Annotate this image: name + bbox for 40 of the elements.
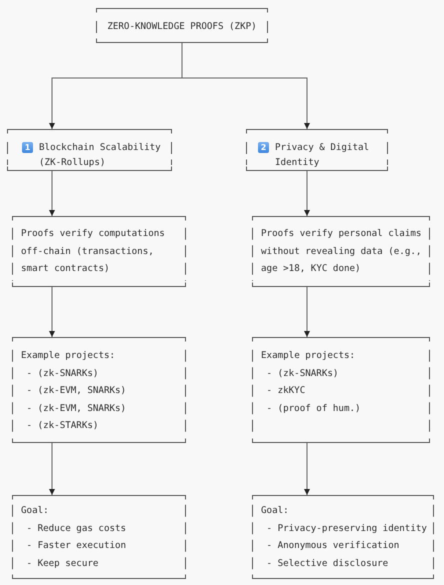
list-item: - Keep secure	[26, 556, 100, 571]
number-badge: 2	[258, 142, 269, 152]
heading-box	[96, 8, 268, 43]
section-title: Blockchain Scalability (ZK-Rollups)	[39, 140, 162, 170]
note-box	[252, 216, 430, 287]
arrow	[49, 286, 55, 338]
list-heading: Example projects:	[261, 349, 356, 364]
arrow	[304, 170, 310, 216]
list-item: - (zk-SNARKs)	[266, 366, 340, 381]
list-item: - Reduce gas costs	[26, 522, 128, 536]
list-item: - (proof of hum.)	[266, 402, 362, 416]
number-badge: 1	[22, 142, 33, 152]
list-heading: Example projects:	[21, 349, 116, 364]
diagram-heading: ZERO-KNOWLEDGE PROOFS (ZKP)	[106, 20, 258, 34]
list-item: - (zk-EVM, SNARKs)	[26, 402, 128, 416]
section-box	[246, 129, 388, 171]
note-box	[12, 216, 186, 287]
section-box	[7, 129, 172, 171]
list-box	[12, 495, 186, 579]
list-item: - zkKYC	[266, 384, 306, 398]
arrow	[49, 170, 55, 216]
section-title: Privacy & Digital Identity	[275, 140, 370, 170]
arrow	[182, 42, 310, 130]
list-item: - (zk-SNARKs)	[26, 366, 100, 381]
list-box	[252, 495, 434, 579]
list-item: - (zk-EVM, SNARKs)	[26, 384, 128, 398]
list-item: - Anonymous verification	[266, 539, 400, 554]
list-heading: Goal:	[21, 504, 50, 518]
list-item: - Privacy-preserving identity	[266, 522, 428, 536]
description: Proofs verify computations off-chain (transactions, smart contracts)	[21, 227, 166, 276]
list-item: - Faster execution	[26, 539, 128, 554]
list-heading: Goal:	[261, 504, 290, 518]
list-box	[12, 337, 186, 443]
list-item: - Selective disclosure	[266, 556, 390, 571]
arrow	[49, 442, 55, 496]
list-box	[252, 337, 430, 443]
list-item: - (zk-STARKs)	[26, 419, 100, 434]
arrow	[304, 442, 310, 496]
arrow	[304, 286, 310, 338]
description: Proofs verify personal claims without revealing data (e.g., age >18, KYC done)	[261, 227, 422, 276]
